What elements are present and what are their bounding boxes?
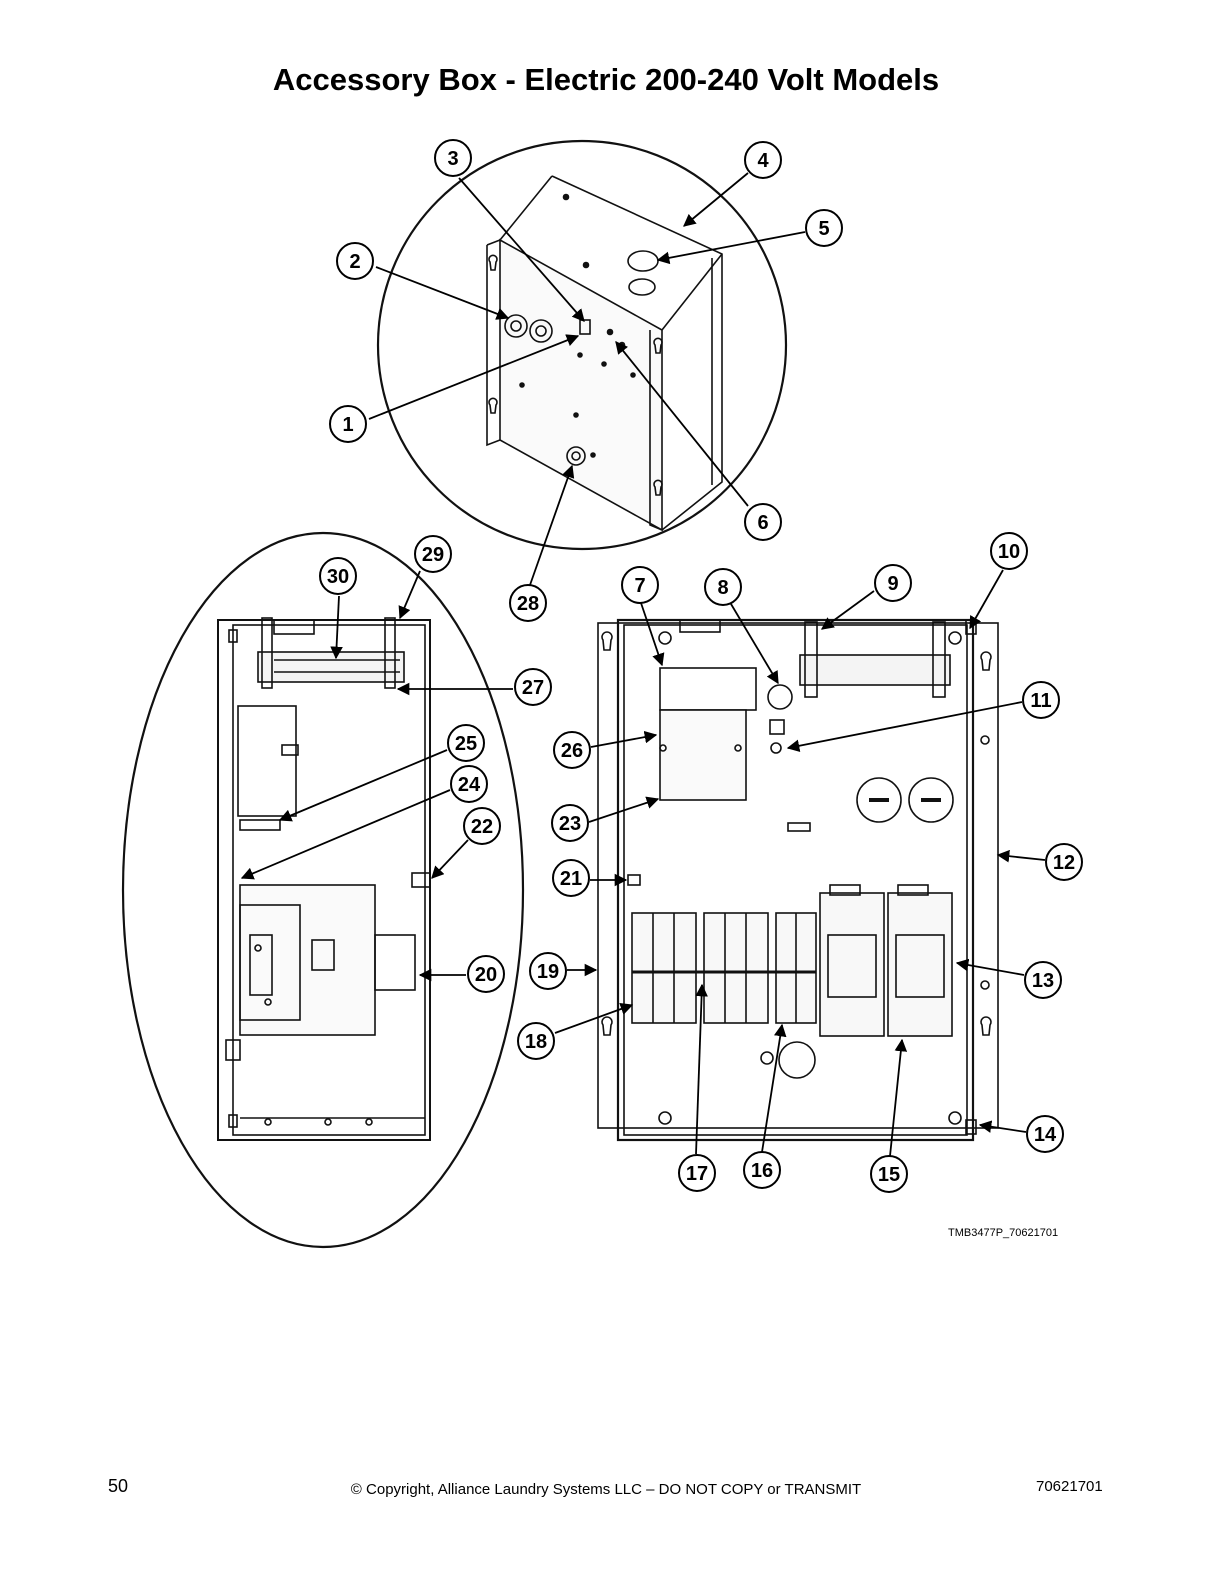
svg-text:18: 18: [525, 1031, 547, 1053]
leader-9: [820, 590, 875, 630]
leader-1: [368, 334, 580, 420]
callout-2: 2: [336, 242, 374, 280]
svg-text:22: 22: [471, 816, 493, 838]
document-number: 70621701: [1036, 1478, 1103, 1495]
callout-29: 29: [414, 535, 452, 573]
callout-6: 6: [744, 503, 782, 541]
leader-11: [786, 701, 1023, 752]
callout-26: 26: [553, 731, 591, 769]
leader-16: [761, 1023, 787, 1153]
callout-8: 8: [704, 568, 742, 606]
left-detail-ellipse: [121, 531, 525, 1249]
callout-25: 25: [447, 724, 485, 762]
callout-17: 17: [678, 1154, 716, 1192]
leader-13: [955, 958, 1025, 976]
svg-text:24: 24: [458, 774, 481, 796]
copyright-notice: © Copyright, Alliance Laundry Systems LL…: [350, 1481, 862, 1498]
svg-text:3: 3: [447, 148, 458, 170]
callout-20: 20: [467, 955, 505, 993]
svg-text:6: 6: [757, 512, 768, 534]
svg-text:7: 7: [634, 575, 645, 597]
svg-text:4: 4: [757, 150, 769, 172]
callout-27: 27: [514, 668, 552, 706]
svg-text:11: 11: [1030, 690, 1051, 712]
callout-15: 15: [870, 1155, 908, 1193]
callout-19: 19: [529, 952, 567, 990]
svg-text:16: 16: [751, 1160, 773, 1182]
svg-text:21: 21: [560, 868, 582, 890]
leader-26: [590, 730, 658, 748]
top-detail-circle: [376, 139, 788, 551]
svg-text:20: 20: [475, 964, 497, 986]
svg-text:29: 29: [422, 544, 444, 566]
callout-5: 5: [805, 209, 843, 247]
callout-24: 24: [450, 765, 488, 803]
callout-4: 4: [744, 141, 782, 179]
callout-16: 16: [743, 1151, 781, 1189]
leader-30: [330, 595, 343, 660]
svg-text:23: 23: [559, 813, 581, 835]
leader-7: [640, 602, 665, 667]
leader-3: [458, 177, 585, 322]
callout-30: 30: [319, 557, 357, 595]
drawing-code: TMB3477P_70621701: [948, 1227, 1058, 1239]
callout-bubbles: 1 2 3 4 5 6 7 8 9 10 11 12 13 14 15 16 1…: [319, 139, 1083, 1193]
svg-text:5: 5: [818, 218, 829, 240]
svg-text:15: 15: [878, 1164, 900, 1186]
leader-18: [554, 1002, 634, 1034]
svg-text:9: 9: [887, 573, 898, 595]
page-number: 50: [108, 1476, 129, 1496]
callout-1: 1: [329, 405, 367, 443]
callout-7: 7: [621, 566, 659, 604]
leader-2: [375, 266, 510, 320]
callout-12: 12: [1045, 843, 1083, 881]
callout-14: 14: [1026, 1115, 1064, 1153]
leader-23: [588, 796, 660, 823]
svg-text:26: 26: [561, 740, 583, 762]
callout-9: 9: [874, 564, 912, 602]
leader-12: [996, 849, 1046, 863]
svg-text:1: 1: [342, 414, 353, 436]
leader-22: [431, 839, 469, 879]
svg-text:14: 14: [1034, 1124, 1057, 1146]
svg-text:27: 27: [522, 677, 544, 699]
svg-text:8: 8: [717, 577, 728, 599]
main-panel-front-view: [597, 618, 999, 1142]
svg-text:25: 25: [455, 733, 477, 755]
callout-22: 22: [463, 807, 501, 845]
svg-text:12: 12: [1053, 852, 1075, 874]
callout-13: 13: [1024, 961, 1062, 999]
svg-text:28: 28: [517, 593, 539, 615]
leader-14: [978, 1120, 1027, 1133]
svg-text:13: 13: [1032, 970, 1054, 992]
callout-3: 3: [434, 139, 472, 177]
leader-4: [683, 172, 749, 227]
leader-10: [969, 569, 1004, 630]
leader-lines: [240, 172, 1046, 1157]
leader-28: [529, 464, 575, 586]
top-detail-enclosure-view: [376, 139, 788, 551]
left-detail-panel-side-view: [121, 531, 525, 1249]
svg-text:19: 19: [537, 961, 559, 983]
svg-text:2: 2: [349, 251, 360, 273]
svg-text:10: 10: [998, 541, 1020, 563]
leader-5: [656, 231, 806, 265]
leader-24: [240, 789, 451, 880]
svg-text:30: 30: [327, 566, 349, 588]
leader-25: [278, 749, 448, 822]
callout-18: 18: [517, 1022, 555, 1060]
page-title: Accessory Box - Electric 200-240 Volt Mo…: [272, 62, 940, 97]
callout-28: 28: [509, 584, 547, 622]
callout-23: 23: [551, 804, 589, 842]
leader-17: [695, 983, 708, 1155]
leader-8: [730, 603, 779, 685]
leader-15: [889, 1038, 908, 1157]
callout-10: 10: [990, 532, 1028, 570]
callout-11: 11: [1022, 681, 1060, 719]
leader-29: [398, 570, 421, 620]
leader-6: [615, 341, 749, 507]
callout-21: 21: [552, 859, 590, 897]
svg-text:17: 17: [686, 1163, 708, 1185]
